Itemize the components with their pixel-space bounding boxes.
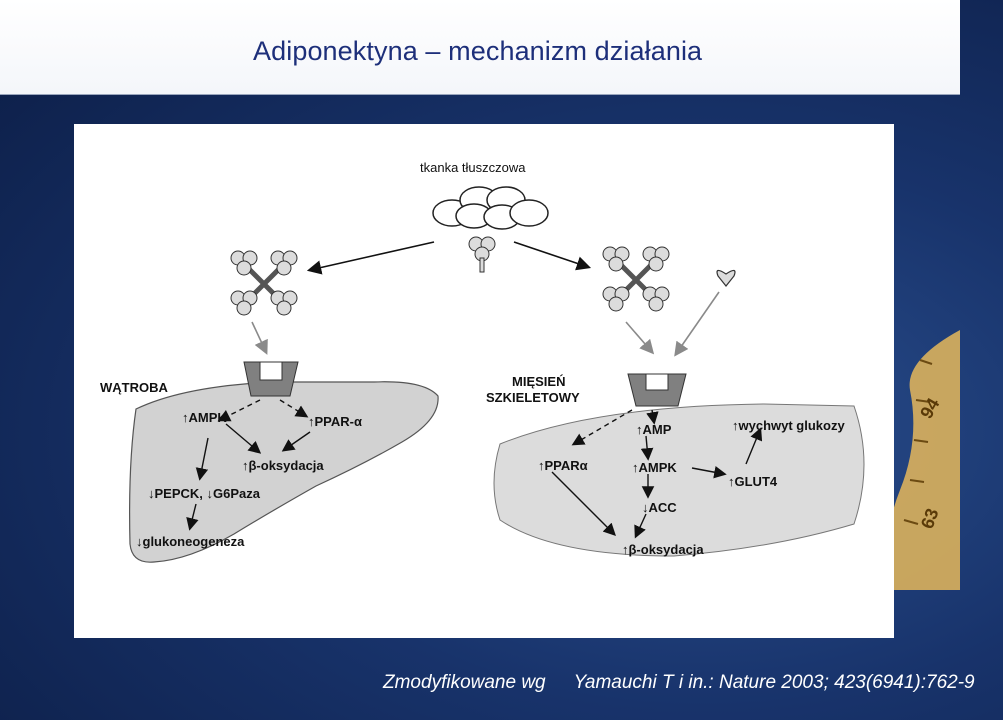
- muscle-receptor-to-amp-arrow: [646, 409, 659, 425]
- liver-receptor-to-ampk-arrow: [217, 399, 261, 422]
- caption-reference: Yamauchi T i in.: Nature 2003; 423(6941)…: [573, 672, 975, 693]
- arrow-to-muscle-receptor: [625, 321, 655, 355]
- liver-ampk-to-pepck-arrow: [195, 437, 209, 481]
- liver-ampk-to-beta-arrow: [225, 423, 262, 454]
- muscle-glucose-uptake-label: ↑wychwyt glukozy: [732, 418, 845, 433]
- adiponectin-hexamer-liver-icon: [230, 250, 298, 316]
- liver-ppar-label: ↑PPAR-α: [308, 414, 362, 429]
- muscle-shape: [493, 403, 865, 557]
- arrow-to-muscle-adiponectin: [513, 241, 592, 271]
- muscle-acc-label: ↓ACC: [642, 500, 677, 515]
- muscle-ampk-to-glut4-arrow: [691, 466, 727, 479]
- adipose-tissue-label: tkanka tłuszczowa: [420, 160, 526, 175]
- source-caption: Zmodyfikowane wg Yamauchi T i in.: Nature…: [383, 672, 1003, 694]
- muscle-receptor-to-ppar-arrow: [571, 409, 633, 446]
- diagram-graphics: [129, 186, 865, 563]
- slide-title: Adiponektyna – mechanizm działania: [253, 36, 703, 66]
- adipose-cells-icon: [432, 186, 549, 230]
- adiponectin-hexamer-muscle-icon: [602, 246, 670, 312]
- liver-pepck-to-gluco-arrow: [186, 503, 199, 531]
- globular-adiponectin-icon: [716, 269, 736, 287]
- arrow-to-liver-receptor: [251, 321, 268, 355]
- muscle-beta-oxidation-label: ↑β-oksydacja: [622, 542, 704, 557]
- liver-title: WĄTROBA: [100, 380, 168, 395]
- muscle-receptor-icon: [627, 373, 687, 407]
- muscle-title-line2: SZKIELETOWY: [486, 390, 580, 405]
- liver-ampk-label: ↑AMPK: [182, 410, 227, 425]
- adiponectin-monomer-icon: [468, 236, 496, 273]
- muscle-amp-label: ↑AMP: [636, 422, 672, 437]
- liver-gluconeogenesis-label: ↓glukoneogeneza: [136, 534, 245, 549]
- liver-pepck-label: ↓PEPCK, ↓G6Paza: [148, 486, 260, 501]
- muscle-ampk-label: ↑AMPK: [632, 460, 677, 475]
- muscle-ppar-to-beta-arrow: [551, 471, 616, 536]
- muscle-glut4-to-uptake-arrow: [745, 427, 763, 465]
- muscle-ppar-label: ↑PPARα: [538, 458, 588, 473]
- liver-shape: [129, 381, 439, 563]
- muscle-title-line1: MIĘSIEŃ: [512, 374, 566, 389]
- muscle-acc-to-beta-arrow: [634, 513, 647, 539]
- diagram-panel: tkanka tłuszczowa WĄTROBA ↑AMPK ↑PPAR-α …: [74, 124, 894, 638]
- caption-modified-by: Zmodyfikowane wg: [383, 672, 546, 693]
- arrow-to-liver-adiponectin: [306, 241, 435, 275]
- measuring-tape-decoration: 94 63: [886, 330, 960, 590]
- liver-receptor-icon: [243, 361, 299, 397]
- arrow-globular-to-receptor: [674, 291, 720, 357]
- liver-ppar-to-beta-arrow: [281, 431, 311, 452]
- title-bar: Adiponektyna – mechanizm działania: [0, 0, 960, 95]
- liver-beta-oxidation-label: ↑β-oksydacja: [242, 458, 324, 473]
- muscle-amp-to-ampk-arrow: [640, 435, 654, 461]
- muscle-glut4-label: ↑GLUT4: [728, 474, 778, 489]
